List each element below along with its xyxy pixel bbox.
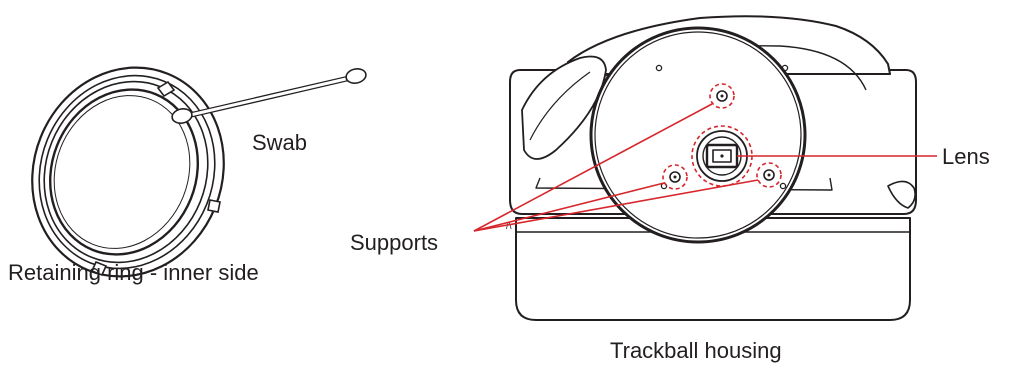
support-leader-line-right [473,179,759,232]
supports-label: Supports [350,230,438,255]
lens-label: Lens [942,144,990,169]
leader-lines [473,103,937,232]
trackball-housing-label: Trackball housing [610,338,782,363]
swab-label: Swab [252,130,307,155]
support-callout-circle-top [709,83,735,109]
support-leader-line-left [473,182,665,232]
support-callout-circle-left [662,164,688,190]
swab-illustration [171,68,367,124]
support-leader-line-top [473,103,713,232]
retaining-ring-label: Retaining ring - inner side [8,260,259,285]
trackball-housing-illustration: /\ [506,15,917,321]
svg-text:/\: /\ [506,221,512,232]
support-callout-circle-right [756,162,782,188]
